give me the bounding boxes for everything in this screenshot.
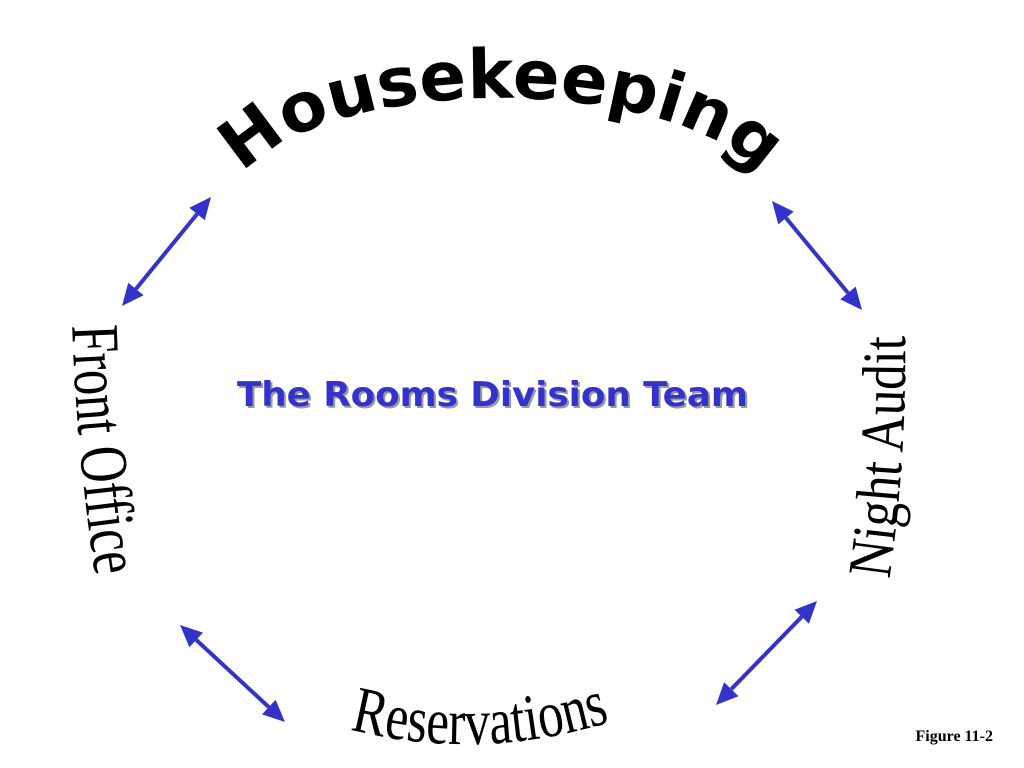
node-housekeeping-label: Housekeeping	[204, 36, 799, 186]
node-reservations: Reservations	[347, 666, 615, 759]
diagram-title: The Rooms Division Team	[237, 375, 748, 415]
arrow-shaft	[784, 216, 850, 295]
node-front-office: Front Office	[57, 323, 156, 578]
arrow-front-office-reservations	[180, 625, 285, 722]
node-night-audit-label: Night Audit	[836, 336, 919, 581]
arrow-shaft	[729, 615, 804, 691]
arrowhead	[716, 682, 739, 705]
arrow-front-office-housekeeping	[122, 197, 211, 306]
arrowhead	[840, 286, 862, 310]
arrow-housekeeping-night-audit	[772, 201, 862, 310]
arrowhead	[189, 197, 211, 221]
arrowhead	[794, 601, 817, 624]
arrowhead	[180, 625, 203, 648]
node-housekeeping: Housekeeping	[204, 36, 799, 186]
arrow-shaft	[134, 212, 199, 291]
arrowhead	[262, 699, 285, 722]
node-reservations-label: Reservations	[347, 666, 615, 759]
arrowhead	[772, 201, 794, 225]
arrowhead	[122, 282, 144, 306]
node-night-audit: Night Audit	[836, 336, 919, 581]
node-front-office-label: Front Office	[57, 323, 156, 578]
figure-label: Figure 11-2	[916, 728, 993, 745]
arrow-shaft	[194, 638, 271, 709]
arrow-reservations-night-audit	[716, 601, 817, 705]
diagram-title-shadow: The Rooms Division Team	[239, 377, 750, 417]
